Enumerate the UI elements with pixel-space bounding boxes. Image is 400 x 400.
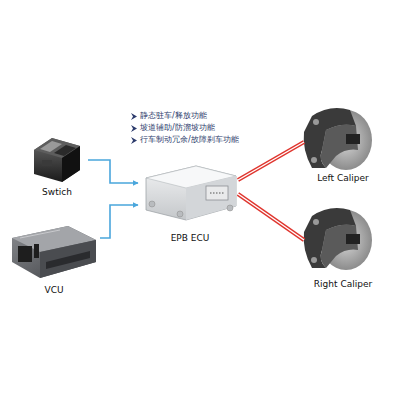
signal-connector <box>238 142 304 180</box>
device-node: Left Caliper <box>298 100 388 184</box>
device-label: VCU <box>44 285 63 296</box>
device-label: Left Caliper <box>317 173 369 184</box>
vcu-illustration <box>12 226 96 278</box>
device-label: Right Caliper <box>314 279 372 290</box>
signal-connector <box>88 160 138 183</box>
switch-illustration <box>34 138 80 182</box>
device-node: Swtich <box>26 130 88 198</box>
device-node: Right Caliper <box>298 200 388 290</box>
signal-connector <box>100 205 138 238</box>
wire-line <box>238 142 304 180</box>
device-label: Swtich <box>42 187 72 198</box>
wire-gap <box>238 194 304 240</box>
caliper-illustration <box>304 108 372 170</box>
device-label: EPB ECU <box>171 233 210 244</box>
bullet-markers <box>131 113 137 144</box>
device-node: VCU <box>8 222 100 296</box>
wire-line <box>238 194 304 240</box>
device-node: EPB ECU <box>138 160 242 244</box>
ecu-illustration <box>146 166 236 220</box>
signal-line <box>88 160 138 183</box>
function-note: 静态驻车/释放功能 <box>140 111 207 121</box>
function-note: 坡道辅助/防溜坡功能 <box>140 123 215 133</box>
signal-line <box>100 205 138 238</box>
signal-connector <box>238 194 304 240</box>
caliper-illustration <box>304 208 372 270</box>
function-note: 行车制动冗余/故障刹车功能 <box>140 135 239 145</box>
wire-gap <box>238 142 304 180</box>
